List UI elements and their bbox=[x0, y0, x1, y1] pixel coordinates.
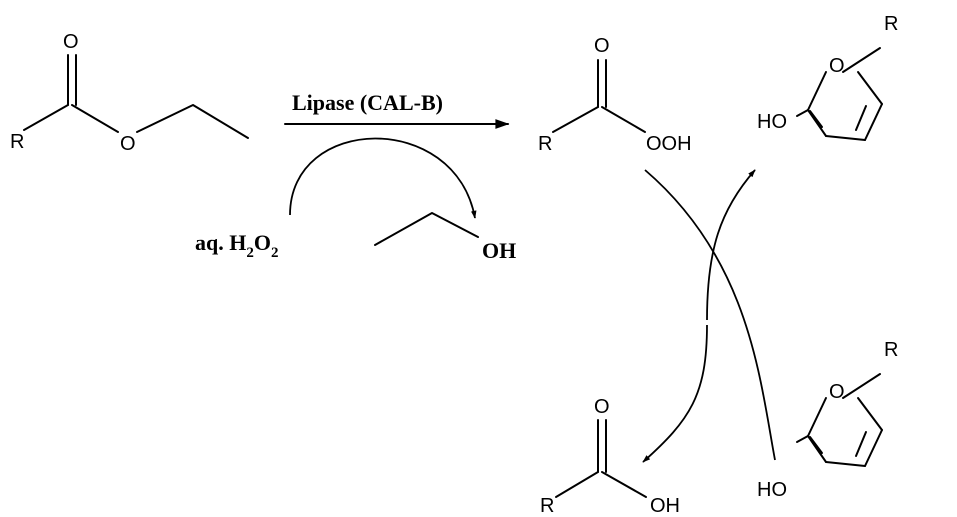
acid-bonds bbox=[555, 419, 647, 498]
ethanol-structure: OH bbox=[374, 212, 516, 263]
carboxylic-acid-structure: R O OH bbox=[540, 396, 680, 517]
peracid-bonds bbox=[552, 59, 646, 133]
peracid-r-group: R bbox=[538, 133, 552, 155]
ethanol-bonds bbox=[374, 212, 479, 246]
peracid-ooh-group: OOH bbox=[646, 133, 692, 155]
acid-hydroxyl: OH bbox=[650, 495, 680, 517]
ethyl-ester-structure: R O O bbox=[10, 31, 249, 155]
peracid-structure: R O OOH bbox=[538, 35, 692, 155]
product-furan-bonds bbox=[796, 47, 883, 141]
acid-r-group: R bbox=[540, 495, 554, 517]
hydrogen-peroxide-label: aq. H2O2 bbox=[195, 230, 278, 261]
ethanol-hydroxyl: OH bbox=[482, 238, 516, 263]
ester-ether-oxygen: O bbox=[120, 133, 136, 155]
enzyme-label: Lipase (CAL-B) bbox=[292, 90, 443, 115]
acid-carbonyl-oxygen: O bbox=[594, 396, 610, 418]
arrow-to-acid bbox=[642, 324, 708, 463]
peracid-carbonyl-oxygen: O bbox=[594, 35, 610, 57]
product-furan-structure: O R HO bbox=[757, 13, 898, 141]
product-r-group: R bbox=[884, 13, 898, 35]
ester-r-group: R bbox=[10, 131, 24, 153]
arc-peracid-to-substrate bbox=[644, 169, 776, 461]
product-hydroxyl: HO bbox=[757, 111, 787, 133]
substrate-r-group: R bbox=[884, 339, 898, 361]
substrate-furan-bonds bbox=[796, 373, 883, 467]
ester-carbonyl-oxygen: O bbox=[63, 31, 79, 53]
substrate-furan-structure: O R HO bbox=[757, 339, 898, 501]
substrate-ring-oxygen: O bbox=[829, 381, 845, 403]
curved-arrow-peroxide-to-ethanol bbox=[289, 137, 477, 219]
arrow-to-product bbox=[706, 169, 756, 321]
substrate-hydroxyl: HO bbox=[757, 479, 787, 501]
main-reaction-arrow: Lipase (CAL-B) bbox=[284, 90, 510, 129]
ester-bonds bbox=[23, 54, 249, 139]
product-ring-oxygen: O bbox=[829, 55, 845, 77]
